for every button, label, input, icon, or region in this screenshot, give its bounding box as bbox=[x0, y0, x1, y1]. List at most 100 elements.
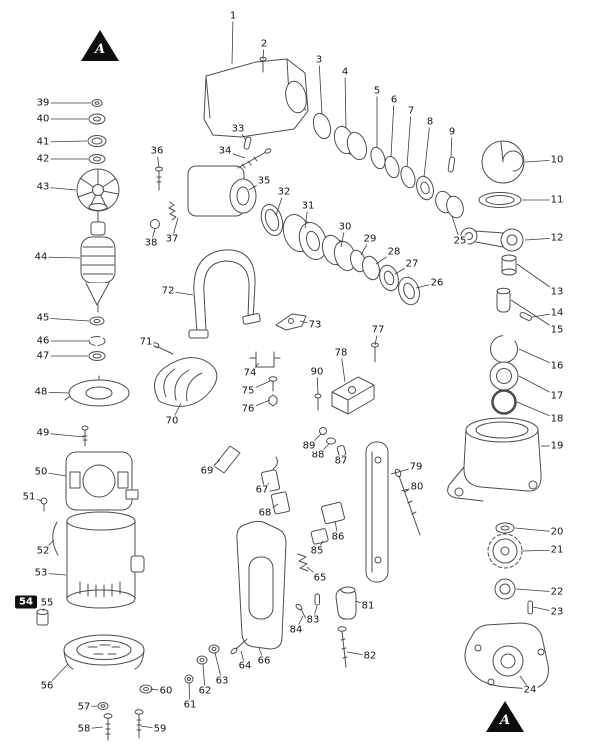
bottom-screws-drawing bbox=[97, 684, 153, 741]
leader-line-44 bbox=[40, 256, 81, 259]
leader-line-41 bbox=[42, 140, 88, 143]
leader-line-13 bbox=[516, 263, 558, 293]
leader-line-62 bbox=[202, 663, 206, 692]
leader-line-8 bbox=[423, 121, 431, 178]
armature-drawing bbox=[80, 211, 116, 313]
leader-line-45 bbox=[42, 317, 90, 322]
screw-49-drawing bbox=[81, 425, 89, 447]
leader-line-16 bbox=[518, 348, 558, 367]
leader-line-77 bbox=[374, 329, 379, 346]
leader-line-30 bbox=[340, 226, 346, 248]
leader-line-89 bbox=[308, 433, 322, 447]
leader-line-10 bbox=[524, 159, 558, 163]
rear-cover-drawing bbox=[63, 634, 145, 670]
leader-line-70 bbox=[171, 402, 182, 422]
leader-line-37 bbox=[171, 217, 179, 240]
leader-line-26 bbox=[415, 282, 438, 289]
pin-55-drawing bbox=[36, 609, 49, 626]
leader-line-63 bbox=[214, 652, 223, 682]
leader-line-32 bbox=[275, 191, 285, 216]
leader-line-23 bbox=[532, 606, 558, 613]
leader-line-72 bbox=[167, 290, 194, 296]
leader-line-33 bbox=[237, 128, 247, 141]
leader-line-69 bbox=[206, 459, 221, 472]
upper-cylinder-parts-drawing bbox=[312, 112, 464, 219]
leader-line-65 bbox=[306, 566, 321, 579]
crank-housing-drawing bbox=[447, 417, 542, 502]
leader-line-50 bbox=[40, 471, 67, 477]
small-fasteners-drawing bbox=[319, 427, 347, 457]
leader-line-12 bbox=[524, 237, 558, 241]
handle-cover-drawing bbox=[236, 520, 287, 650]
lower-washer-stack-drawing bbox=[88, 316, 106, 361]
leader-line-67 bbox=[261, 482, 270, 491]
leader-line-75 bbox=[247, 380, 271, 392]
leader-line-57 bbox=[83, 705, 98, 708]
yoke-bracket-drawing bbox=[188, 249, 261, 339]
leader-line-2 bbox=[262, 43, 265, 60]
leader-line-86 bbox=[334, 520, 339, 538]
leader-line-53 bbox=[40, 572, 67, 576]
leader-line-28 bbox=[375, 251, 395, 265]
leader-line-25 bbox=[451, 215, 461, 242]
leader-line-1 bbox=[231, 15, 234, 65]
gear-bearing-stack-drawing bbox=[464, 522, 549, 690]
brush-holder-drawing bbox=[65, 451, 139, 511]
leader-line-66 bbox=[258, 647, 265, 662]
leader-line-78 bbox=[340, 352, 346, 383]
leader-line-27 bbox=[394, 263, 413, 275]
leader-line-35 bbox=[248, 180, 265, 191]
leader-line-58 bbox=[83, 726, 104, 730]
left-washer-stack-drawing bbox=[87, 99, 107, 164]
leader-line-3 bbox=[318, 59, 323, 116]
leader-line-71 bbox=[145, 341, 159, 349]
leader-line-90 bbox=[316, 371, 319, 395]
switch-parts-drawing bbox=[297, 501, 345, 572]
leader-line-38 bbox=[150, 228, 156, 244]
leader-line-76 bbox=[247, 399, 271, 410]
leader-line-34 bbox=[224, 150, 246, 159]
leader-line-88 bbox=[317, 443, 330, 456]
leader-line-68 bbox=[264, 503, 279, 514]
leader-line-24 bbox=[519, 675, 531, 691]
leader-line-61 bbox=[188, 682, 191, 706]
leader-line-21 bbox=[522, 549, 558, 552]
leader-line-74 bbox=[249, 362, 260, 374]
leader-line-31 bbox=[304, 205, 309, 229]
leader-line-6 bbox=[390, 99, 395, 158]
leader-line-36 bbox=[156, 150, 160, 169]
leader-line-4 bbox=[344, 71, 347, 129]
leader-line-15 bbox=[510, 299, 558, 331]
fan-drawing bbox=[76, 168, 120, 212]
baffle-plate-drawing bbox=[64, 375, 130, 407]
leader-line-80 bbox=[400, 486, 418, 492]
motor-housing-top-drawing bbox=[203, 56, 309, 138]
leader-line-81 bbox=[355, 600, 369, 607]
lower-cylinder-parts-drawing bbox=[260, 203, 420, 306]
leader-line-55 bbox=[42, 602, 48, 612]
leader-line-60 bbox=[149, 688, 167, 692]
insulation-plate-drawing bbox=[52, 521, 59, 556]
field-coil-drawing bbox=[154, 357, 218, 407]
small-bracket-drawing bbox=[249, 351, 281, 407]
leader-line-51 bbox=[28, 496, 43, 502]
leader-line-17 bbox=[518, 375, 558, 397]
motor-housing-lower-drawing bbox=[66, 511, 145, 609]
leader-line-43 bbox=[42, 186, 77, 191]
leader-line-79 bbox=[390, 466, 417, 475]
leader-line-85 bbox=[316, 540, 324, 552]
leader-line-64 bbox=[240, 650, 246, 667]
leader-line-49 bbox=[42, 432, 85, 438]
leader-line-7 bbox=[406, 110, 412, 168]
leader-line-59 bbox=[140, 725, 161, 730]
leader-line-83 bbox=[312, 605, 318, 621]
leader-line-82 bbox=[346, 651, 371, 657]
leader-line-18 bbox=[516, 401, 558, 420]
leader-line-22 bbox=[515, 588, 558, 593]
leader-line-29 bbox=[360, 238, 371, 256]
gear-housing-drawing bbox=[150, 136, 272, 229]
screw-51-drawing bbox=[40, 497, 48, 512]
